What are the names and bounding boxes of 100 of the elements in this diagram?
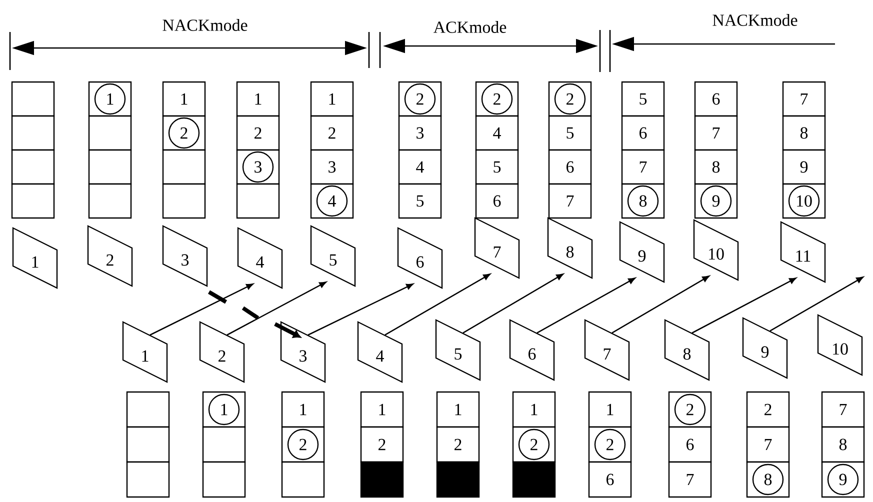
buffer-cell: 8 (821, 426, 865, 463)
circled-number: 8 (627, 185, 659, 217)
buffer-cell: 6 (621, 115, 665, 151)
buffer-cell (88, 183, 132, 219)
buffer-cell (588, 426, 632, 463)
buffer-cell: 1 (162, 81, 206, 117)
circled-number: 2 (594, 428, 626, 460)
circled-number: 2 (518, 428, 550, 460)
buffer-cell: 7 (694, 115, 738, 151)
packet: 8 (547, 217, 593, 279)
packet: 1 (12, 227, 58, 289)
buffer-cell: 5 (548, 115, 592, 151)
arrow (462, 274, 564, 334)
buffer-cell: 5 (621, 81, 665, 117)
circled-number: 2 (168, 117, 200, 149)
packet: 1 (122, 321, 168, 383)
buffer-cell: 3 (310, 149, 354, 185)
circled-number: 1 (208, 394, 240, 426)
buffer-cell (310, 183, 354, 219)
buffer-cell (126, 391, 170, 428)
buffer-cell: 6 (588, 461, 632, 498)
circled-number: 4 (316, 185, 348, 217)
packet: 5 (310, 225, 356, 287)
circled-number: 2 (674, 394, 706, 426)
buffer-cell: 1 (588, 391, 632, 428)
buffer-cell (821, 461, 865, 498)
buffer-cell: 5 (398, 183, 442, 219)
buffer-cell: 1 (512, 391, 556, 428)
packet: 4 (357, 321, 403, 383)
buffer-cell (281, 426, 325, 463)
circled-number: 10 (788, 185, 820, 217)
buffer-cell (11, 149, 55, 185)
arrow (770, 276, 864, 332)
arrow (692, 278, 796, 334)
arrow (308, 283, 414, 336)
packet: 10 (693, 219, 739, 281)
buffer-cell (398, 81, 442, 117)
buffer-cell (11, 81, 55, 117)
packet: 9 (742, 317, 788, 379)
packet: 5 (435, 319, 481, 381)
arrow (536, 278, 636, 334)
buffer-cell (11, 115, 55, 151)
buffer-cell: 1 (281, 391, 325, 428)
buffer-cell: 6 (668, 426, 712, 463)
buffer-cell (88, 115, 132, 151)
buffer-cell: 1 (436, 391, 480, 428)
packet: 10 (817, 314, 863, 376)
buffer-cell (694, 183, 738, 219)
buffer-cell: 2 (310, 115, 354, 151)
circled-number: 9 (827, 464, 859, 496)
buffer-cell: 1 (310, 81, 354, 117)
buffer-cell (236, 149, 280, 185)
buffer-cell (126, 426, 170, 463)
circled-number: 2 (287, 428, 319, 460)
buffer-cell: 8 (782, 115, 826, 151)
mode-label: NACKmode (162, 19, 248, 31)
buffer-cell: 4 (398, 149, 442, 185)
mode-label: NACKmode (712, 14, 798, 26)
buffer-cell (202, 461, 246, 498)
arrow (612, 276, 710, 334)
buffer-cell (88, 81, 132, 117)
buffer-cell (548, 81, 592, 117)
buffer-cell (360, 461, 404, 498)
circled-number: 8 (752, 464, 784, 496)
packet: 3 (280, 321, 326, 383)
buffer-cell: 6 (694, 81, 738, 117)
circled-number: 2 (481, 83, 513, 115)
buffer-cell: 2 (360, 426, 404, 463)
packet: 11 (780, 221, 826, 283)
buffer-cell: 2 (236, 115, 280, 151)
circled-number: 2 (404, 83, 436, 115)
buffer-cell: 7 (548, 183, 592, 219)
buffer-cell: 1 (236, 81, 280, 117)
buffer-cell (236, 183, 280, 219)
buffer-cell: 2 (436, 426, 480, 463)
buffer-cell (621, 183, 665, 219)
buffer-cell: 4 (475, 115, 519, 151)
circled-number: 3 (242, 151, 274, 183)
packet: 7 (474, 217, 520, 279)
buffer-cell: 7 (621, 149, 665, 185)
buffer-cell: 5 (475, 149, 519, 185)
buffer-cell: 1 (360, 391, 404, 428)
buffer-cell (475, 81, 519, 117)
buffer-cell (162, 115, 206, 151)
buffer-cell (668, 391, 712, 428)
buffer-cell (512, 461, 556, 498)
mode-label: ACKmode (433, 21, 506, 33)
packet: 7 (584, 319, 630, 381)
buffer-cell: 7 (821, 391, 865, 428)
buffer-cell (162, 183, 206, 219)
buffer-cell (281, 461, 325, 498)
arrow (150, 283, 254, 336)
circled-number: 9 (700, 185, 732, 217)
buffer-cell: 7 (668, 461, 712, 498)
buffer-cell: 2 (746, 391, 790, 428)
buffer-cell: 9 (782, 149, 826, 185)
packet: 2 (87, 225, 133, 287)
circled-number: 1 (94, 83, 126, 115)
buffer-cell (782, 183, 826, 219)
buffer-cell: 6 (548, 149, 592, 185)
